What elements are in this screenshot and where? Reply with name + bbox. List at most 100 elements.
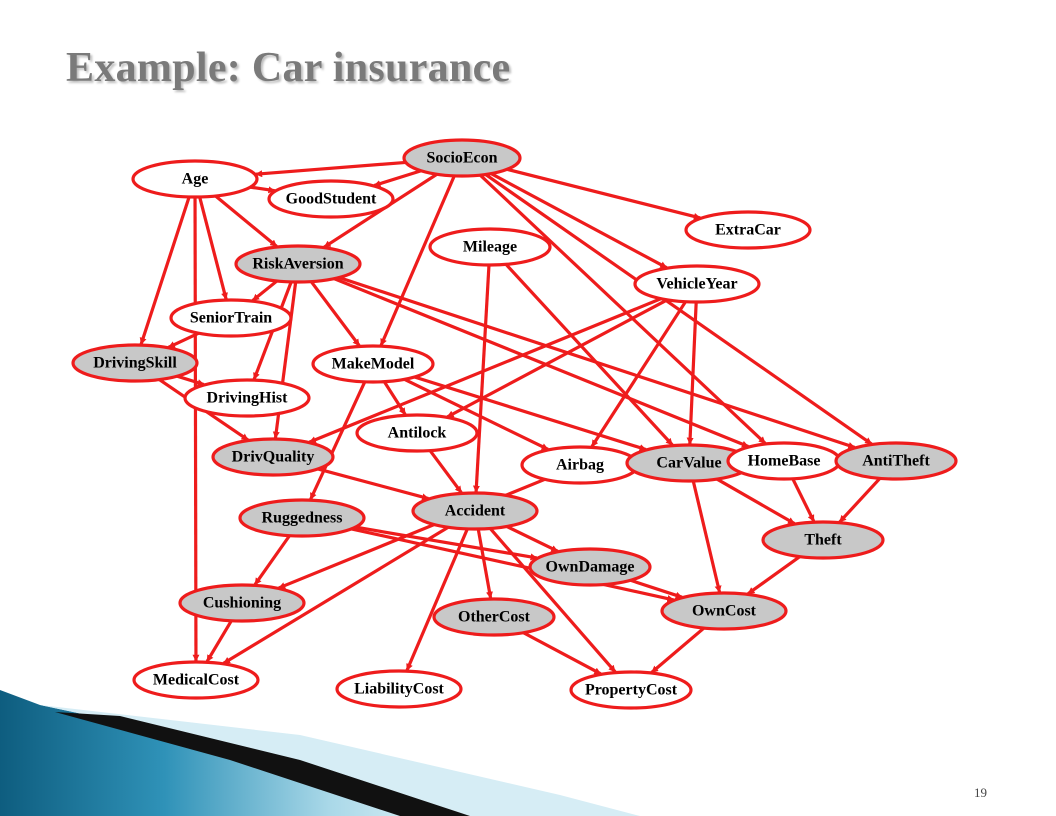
node-makemodel: MakeModel [311,344,435,384]
slide-title: Example: Car insurance [66,45,511,91]
edge-age-to-riskaversion [214,194,278,248]
node-homebase: HomeBase [726,441,842,481]
node-ellipse [234,244,362,284]
node-othercost: OtherCost [432,597,556,637]
edge-drivquality-to-accident [317,467,430,501]
node-label: Theft [804,532,842,549]
node-cushioning: Cushioning [178,583,306,623]
edge-accident-to-othercost [476,528,493,599]
node-ellipse [335,669,463,709]
edge-vehicleyear-to-carvalue [686,301,698,445]
node-label: Airbag [556,457,604,474]
node-label: LiabilityCost [354,681,444,698]
node-ellipse [432,597,556,637]
edge-mileage-to-accident [472,264,491,493]
edge-othercost-to-propertycost [522,631,602,676]
edge-riskaversion-to-homebase [333,277,749,449]
node-label: Age [182,171,209,188]
node-medicalcost: MedicalCost [132,660,260,700]
edge-socioecon-to-extracar [506,167,701,220]
node-label: MakeModel [332,356,415,373]
node-label: HomeBase [748,453,821,470]
node-theft: Theft [761,520,885,560]
node-extracar: ExtraCar [684,210,812,250]
node-airbag: Airbag [520,445,640,485]
node-ellipse [355,413,479,453]
node-ellipse [311,344,435,384]
edge-makemodel-to-carvalue [414,375,647,452]
node-label: DrivingHist [207,390,289,407]
page-number: 19 [974,785,987,800]
node-antitheft: AntiTheft [834,441,958,481]
edge-ruggedness-to-owncost [351,527,675,602]
edge-owndamage-to-owncost [629,578,683,599]
node-ellipse [660,591,788,631]
node-vehicleyear: VehicleYear [633,264,761,304]
node-label: RiskAversion [252,256,343,273]
edge-drivingskill-to-drivinghist [176,374,205,387]
edge-ruggedness-to-cushioning [253,534,291,586]
node-label: OwnCost [692,603,757,620]
node-ellipse [428,227,552,267]
node-label: OwnDamage [546,559,635,576]
node-ellipse [131,159,259,199]
edge-owncost-to-propertycost [650,626,705,674]
edge-socioecon-to-age [255,160,406,178]
edge-socioecon-to-homebase [479,173,767,445]
node-ellipse [178,583,306,623]
edge-socioecon-to-goodstudent [373,169,422,188]
edge-antitheft-to-theft [838,477,882,524]
edge-carvalue-to-theft [716,477,796,525]
edge-ruggedness-to-owndamage [355,525,538,561]
edge-riskaversion-to-seniortrain [251,279,278,302]
edge-age-to-goodstudent [250,185,276,194]
edge-age-to-seniortrain [198,196,228,300]
node-ellipse [633,264,761,304]
edge-accident-to-medicalcost [222,525,450,665]
edge-age-to-medicalcost [192,196,200,662]
node-ellipse [211,437,335,477]
node-label: Cushioning [203,595,281,612]
node-ellipse [402,138,522,178]
edge-age-to-drivingskill [139,196,191,345]
edge-theft-to-owncost [747,555,801,596]
node-drivingskill: DrivingSkill [71,343,199,383]
edge-seniortrain-to-drivingskill [167,331,200,349]
edge-homebase-to-theft [791,478,816,523]
node-liabilitycost: LiabilityCost [335,669,463,709]
node-antilock: Antilock [355,413,479,453]
node-label: GoodStudent [286,191,377,208]
node-ellipse [71,343,199,383]
node-ellipse [132,660,260,700]
node-ellipse [411,491,539,531]
node-label: Ruggedness [262,510,343,527]
node-ellipse [169,298,293,338]
edge-socioecon-to-vehicleyear [490,172,668,270]
node-ellipse [183,378,311,418]
edge-carvalue-to-owncost [691,480,722,593]
edge-vehicleyear-to-airbag [590,300,687,448]
node-seniortrain: SeniorTrain [169,298,293,338]
edge-makemodel-to-antilock [382,380,407,416]
node-mileage: Mileage [428,227,552,267]
node-ruggedness: Ruggedness [238,498,366,538]
edge-accident-to-propertycost [489,527,617,673]
node-label: PropertyCost [585,682,678,699]
node-ellipse [761,520,885,560]
node-label: OtherCost [458,609,531,626]
node-label: SeniorTrain [190,310,272,327]
node-ellipse [528,547,652,587]
edge-socioecon-to-makemodel [379,175,456,346]
edge-makemodel-to-airbag [403,377,549,451]
edge-riskaversion-to-makemodel [309,280,361,347]
node-label: ExtraCar [715,222,781,239]
node-owncost: OwnCost [660,591,788,631]
decoration-light-wave [40,705,640,816]
edge-socioecon-to-antitheft [484,173,873,446]
node-age: Age [131,159,259,199]
node-label: SocioEcon [426,150,497,167]
edge-antilock-to-accident [428,449,463,494]
node-drivquality: DrivQuality [211,437,335,477]
